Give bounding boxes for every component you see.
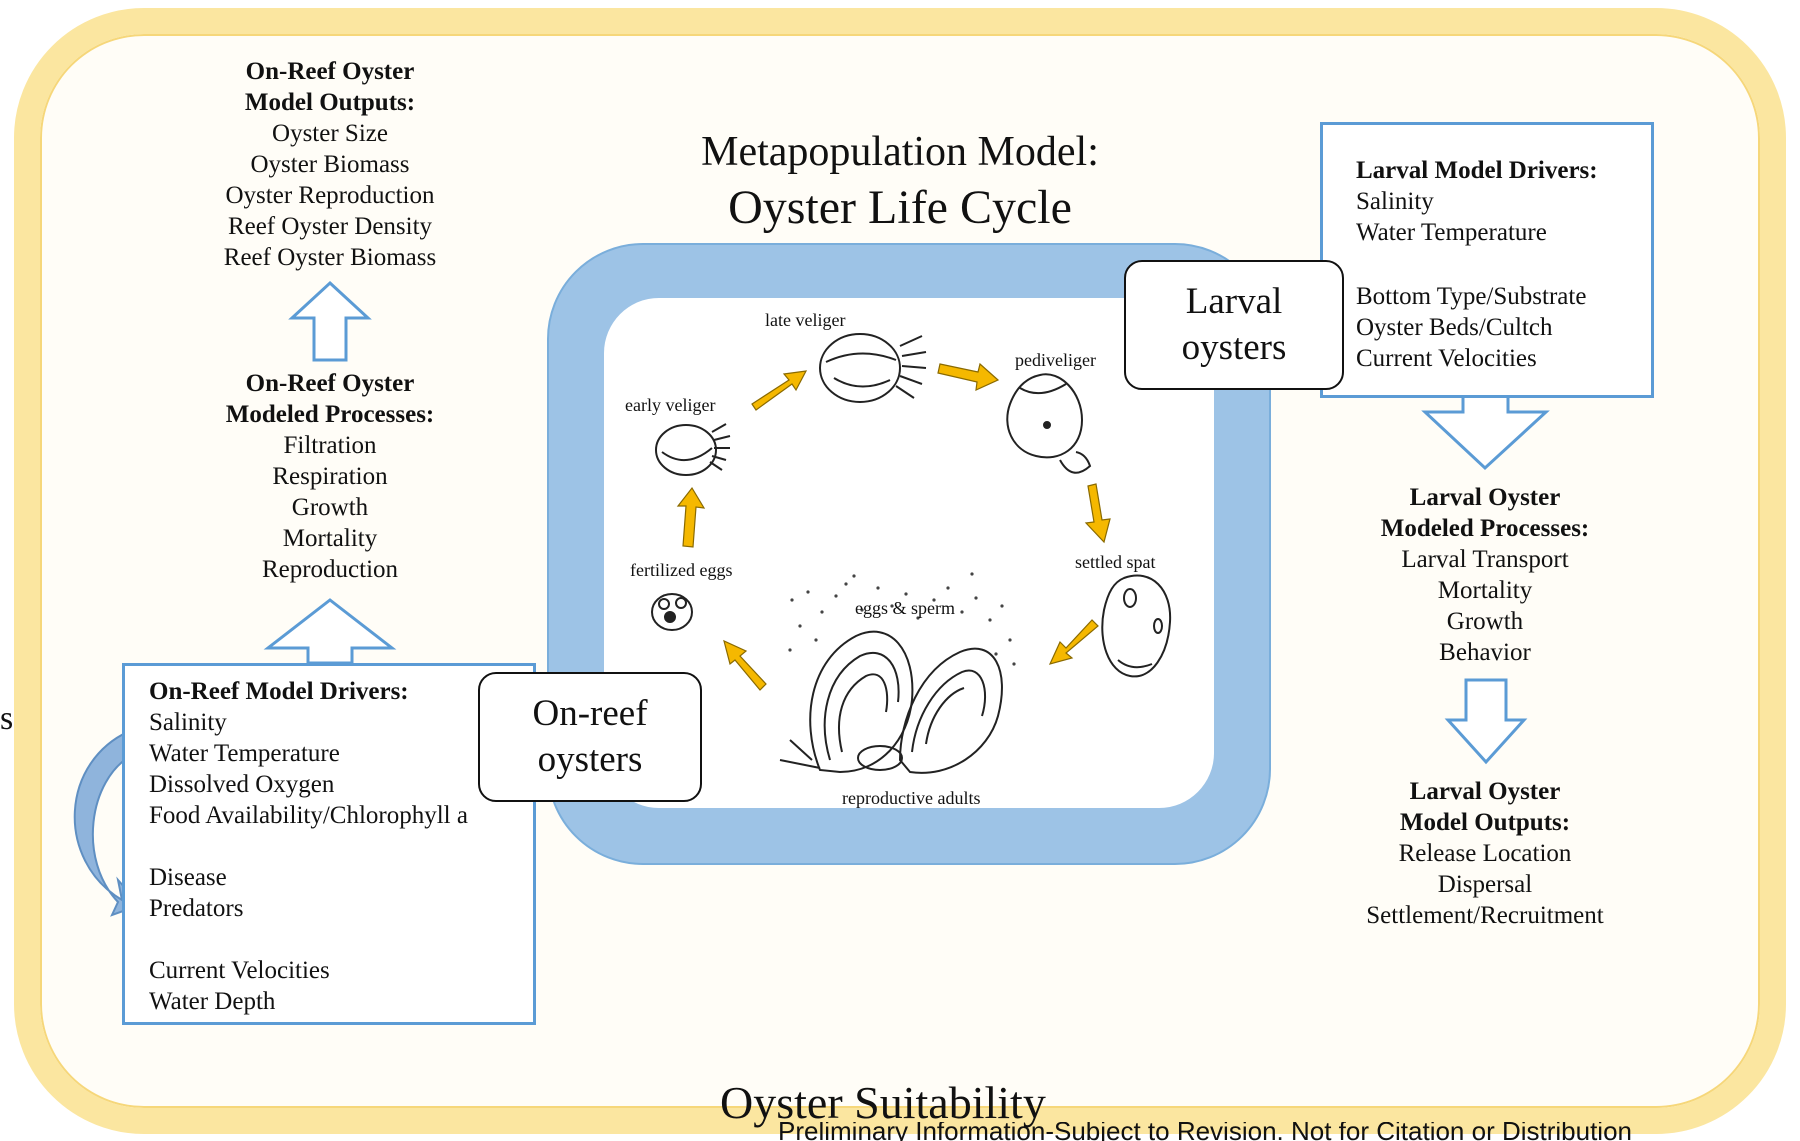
onreef-processes-block: On-Reef Oyster Modeled Processes: Filtra… (185, 368, 475, 585)
onreef-processes-item: Reproduction (261, 556, 399, 583)
onreef-driver-spacer (149, 831, 533, 862)
larval-outputs-item: Settlement/Recruitment (1366, 902, 1604, 929)
onreef-outputs-item: Oyster Biomass (250, 151, 410, 178)
larval-callout-line2: oysters (1181, 327, 1287, 368)
larval-processes-item: Growth (1446, 608, 1524, 635)
early-veliger-sketch (655, 423, 731, 476)
pediveliger-sketch (1006, 373, 1092, 474)
larval-processes-heading2: Modeled Processes: (1380, 515, 1590, 542)
feedback-curve-arrow (73, 728, 142, 917)
cycle-arrow-spat-to-adults (1048, 619, 1099, 665)
onreef-outputs-heading2: Model Outputs: (244, 89, 416, 116)
onreef-outputs-item: Reef Oyster Density (227, 213, 433, 240)
stage-label-eggs-sperm: eggs & sperm (855, 598, 955, 618)
larval-outputs-item: Release Location (1398, 840, 1572, 867)
onreef-driver-item: Predators (149, 895, 244, 922)
onreef-driver-spacer (149, 924, 533, 955)
larval-processes-item: Mortality (1437, 577, 1533, 604)
onreef-driver-item: Current Velocities (149, 957, 330, 984)
stage-label-fertilized-eggs: fertilized eggs (630, 560, 733, 580)
arrow-down-right-lower (1444, 678, 1528, 765)
larval-driver-item: Water Temperature (1356, 219, 1547, 246)
onreef-driver-item: Dissolved Oxygen (149, 771, 335, 798)
onreef-processes-item: Mortality (282, 525, 378, 552)
onreef-driver-item: Water Temperature (149, 740, 340, 767)
diagram-title: Metapopulation Model: Oyster Life Cycle (620, 124, 1180, 236)
larval-driver-item: Salinity (1356, 188, 1434, 215)
onreef-outputs-item: Oyster Size (272, 120, 388, 147)
onreef-outputs-item: Reef Oyster Biomass (223, 244, 437, 271)
onreef-drivers-heading: On-Reef Model Drivers: (149, 678, 409, 705)
stray-glyph: s (0, 700, 14, 737)
larval-outputs-item: Dispersal (1437, 871, 1533, 898)
cycle-arrows (676, 362, 1111, 691)
onreef-callout-line1: On-reef (532, 693, 648, 734)
onreef-drivers-box: On-Reef Model Drivers: Salinity Water Te… (122, 663, 536, 1025)
cycle-arrow-adults-to-eggs (723, 639, 767, 691)
arrow-down-right-upper (1421, 392, 1550, 471)
onreef-processes-heading2: Modeled Processes: (225, 401, 435, 428)
onreef-outputs-heading1: On-Reef Oyster (245, 58, 415, 85)
reproductive-adults-sketch (779, 630, 1003, 774)
title-line1: Metapopulation Model: (701, 129, 1099, 175)
onreef-processes-item: Growth (291, 494, 369, 521)
larval-processes-block: Larval Oyster Modeled Processes: Larval … (1330, 482, 1640, 668)
larval-drivers-heading: Larval Model Drivers: (1356, 157, 1598, 184)
footer-disclaimer: Preliminary Information-Subject to Revis… (778, 1122, 1633, 1141)
larval-driver-item: Bottom Type/Substrate (1356, 283, 1587, 310)
late-veliger-sketch (819, 333, 927, 403)
cycle-arrow-early-to-late (751, 370, 808, 411)
onreef-processes-item: Respiration (272, 463, 388, 490)
arrow-up-left-lower (263, 598, 397, 665)
onreef-driver-item: Salinity (149, 709, 227, 736)
stage-label-reproductive-adults: reproductive adults (842, 788, 981, 808)
onreef-processes-heading1: On-Reef Oyster (245, 370, 415, 397)
larval-driver-spacer (1356, 248, 1651, 281)
larval-processes-heading1: Larval Oyster (1409, 484, 1561, 511)
onreef-outputs-item: Oyster Reproduction (225, 182, 435, 209)
larval-processes-item: Behavior (1439, 639, 1531, 666)
eggs-sperm-speckles (788, 572, 1016, 666)
onreef-callout-line2: oysters (537, 739, 643, 780)
larval-oysters-callout: Larval oysters (1124, 260, 1344, 390)
stage-sketches (651, 333, 1172, 774)
cycle-arrow-pedi-to-spat (1084, 483, 1111, 544)
stage-label-settled-spat: settled spat (1075, 552, 1156, 572)
settled-spat-sketch (1101, 574, 1172, 678)
cycle-arrow-eggs-to-early (676, 486, 706, 548)
oyster-suitability-title: Oyster Suitability (720, 1077, 1046, 1128)
stage-label-late-veliger: late veliger (765, 310, 846, 330)
onreef-oysters-callout: On-reef oysters (478, 672, 702, 802)
stage-label-early-veliger: early veliger (625, 395, 716, 415)
arrow-up-left-upper (288, 280, 372, 362)
cycle-arrow-late-to-pedi (937, 362, 1000, 391)
fertilized-eggs-sketch (651, 593, 693, 631)
larval-outputs-heading1: Larval Oyster (1409, 778, 1561, 805)
larval-driver-item: Oyster Beds/Cultch (1356, 314, 1553, 341)
onreef-outputs-block: On-Reef Oyster Model Outputs: Oyster Siz… (185, 56, 475, 273)
onreef-driver-item: Disease (149, 864, 227, 891)
larval-outputs-block: Larval Oyster Model Outputs: Release Loc… (1330, 776, 1640, 931)
onreef-processes-item: Filtration (283, 432, 377, 459)
larval-processes-item: Larval Transport (1401, 546, 1569, 573)
larval-driver-item: Current Velocities (1356, 345, 1537, 372)
larval-outputs-heading2: Model Outputs: (1399, 809, 1571, 836)
stage-label-pediveliger: pediveliger (1015, 350, 1096, 370)
larval-callout-line1: Larval (1185, 281, 1283, 322)
onreef-driver-item: Food Availability/Chlorophyll a (149, 802, 468, 829)
onreef-driver-item: Water Depth (149, 988, 276, 1015)
title-line2: Oyster Life Cycle (728, 181, 1072, 234)
larval-drivers-box: Larval Model Drivers: Salinity Water Tem… (1320, 122, 1654, 398)
